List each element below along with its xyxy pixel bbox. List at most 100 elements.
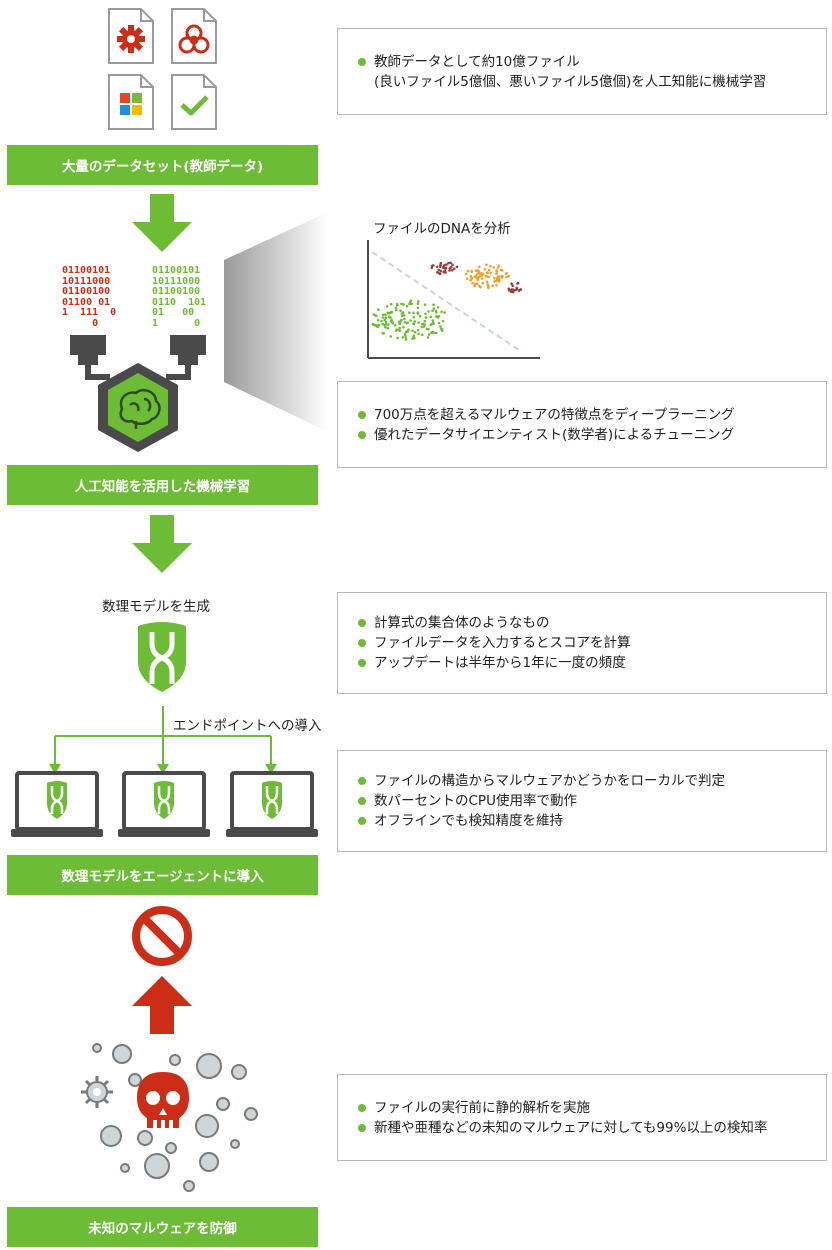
binary-green: 01100101 10111000 01100100 0110 101 01 0… (152, 265, 207, 329)
scatter-dot (381, 322, 385, 326)
prohibited-icon (132, 906, 192, 966)
scatter-dot (372, 313, 375, 316)
scatter-dot (405, 330, 408, 333)
list-item: 数パーセントのCPU使用率で動作 (356, 791, 808, 811)
scatter-dot (437, 321, 441, 325)
scatter-dot (440, 327, 443, 330)
scatter-dot (431, 321, 435, 324)
deploy-connector (49, 706, 277, 774)
skull-icon (137, 1072, 189, 1128)
scatter-dot (439, 325, 442, 328)
scatter-dot (504, 272, 508, 275)
scatter-dot (409, 299, 413, 303)
scatter-dot (403, 317, 406, 321)
scatter-dot (491, 284, 494, 288)
scatter-dot (386, 326, 390, 330)
gear-file-icon (108, 8, 154, 64)
list-item: ファイルの構造からマルウェアかどうかをローカルで判定 (356, 771, 808, 791)
step-ai-label: 人工知能を活用した機械学習 (74, 479, 251, 495)
scatter-dot (430, 264, 434, 268)
model-info-box: 計算式の集合体のようなもの ファイルデータを入力するとスコアを計算 アップデート… (337, 592, 827, 694)
scatter-dot (389, 335, 393, 338)
deploy-caption: エンドポイントへの導入 (173, 718, 322, 734)
scatter-dot (384, 316, 387, 319)
list-item: ファイルデータを入力するとスコアを計算 (356, 633, 808, 653)
scatter-dot (381, 316, 385, 319)
list-item: ファイルの実行前に静的解析を実施 (356, 1098, 808, 1118)
scatter-dot (409, 319, 412, 322)
scatter-dot (386, 311, 390, 315)
list-item: 優れたデータサイエンティスト(数学者)によるチューニング (356, 425, 808, 445)
scatter-dot (434, 331, 438, 335)
list-item: 700万点を超えるマルウェアの特徴点をディープラーニング (356, 405, 808, 425)
scatter-dot (384, 320, 388, 324)
shield-model-icon (138, 622, 186, 692)
scatter-dot (389, 302, 393, 306)
biohazard-file-icon (171, 8, 217, 64)
scatter-dot (437, 268, 440, 272)
scatter-dot (432, 307, 436, 310)
step-deploy-label: 数理モデルをエージェントに導入 (61, 869, 264, 885)
laptop-icon (226, 771, 318, 837)
scatter-dot (423, 303, 427, 306)
scatter-dot (404, 336, 408, 339)
scatter-dot (405, 321, 409, 325)
scatter-dot (501, 276, 504, 279)
scatter-dot (436, 306, 440, 309)
scatter-dot (448, 269, 451, 272)
scatter-dot (398, 320, 401, 324)
scatter-dot (380, 319, 383, 323)
binary-red: 01100101 10111000 01100100 01100 01 1 11… (62, 265, 117, 329)
scatter-dot (510, 290, 513, 294)
virus-icon (81, 1076, 113, 1108)
scatter-dot (478, 265, 481, 269)
scatter-dot (475, 282, 479, 286)
defend-info-box: ファイルの実行前に静的解析を実施 新種や亜種などの未知のマルウェアに対しても99… (337, 1074, 827, 1161)
scatter-dot (401, 336, 405, 339)
scatter-dot (495, 272, 498, 275)
scatter-dot (416, 306, 420, 310)
scatter-dot (473, 282, 477, 286)
scatter-dot (412, 316, 416, 319)
scatter-dot (443, 269, 447, 272)
scatter-dot (464, 272, 468, 276)
scatter-dot (439, 263, 442, 267)
down-arrow-icon (132, 515, 192, 573)
scatter-dot (455, 265, 459, 269)
list-item: 教師データとして約10億ファイル (良いファイル5億個、悪いファイル5億個)を人… (356, 52, 808, 92)
windows-file-icon (108, 74, 154, 130)
scatter-dot (511, 284, 514, 287)
scatter-dot (410, 302, 413, 306)
scatter-dot (384, 322, 388, 326)
scatter-dot (425, 327, 429, 331)
dna-title: ファイルのDNAを分析 (373, 221, 511, 237)
step-dataset-bar: 大量のデータセット(教師データ) (7, 145, 318, 185)
scatter-dot (476, 278, 479, 282)
scatter-dot (427, 333, 431, 336)
scatter-dot (481, 272, 485, 276)
scatter-dot (382, 332, 385, 335)
scatter-dot (407, 328, 410, 331)
check-file-icon (171, 74, 217, 130)
scatter-dot (384, 313, 387, 317)
scatter-dot (495, 284, 498, 287)
scatter-dot (486, 271, 489, 274)
scatter-dot (381, 313, 385, 317)
scatter-dot (400, 314, 404, 318)
scatter-dot (508, 289, 511, 292)
scatter-dot (510, 282, 513, 285)
scatter-dot (515, 287, 519, 291)
scatter-dot (431, 309, 434, 312)
brain-chip-icon (70, 335, 206, 452)
scatter-dot (417, 321, 420, 324)
scatter-dot (413, 330, 417, 334)
scatter-dot (371, 322, 375, 326)
scatter-dot (383, 318, 386, 322)
scatter-dot (395, 302, 399, 306)
endpoint-info-box: ファイルの構造からマルウェアかどうかをローカルで判定 数パーセントのCPU使用率… (337, 750, 827, 852)
list-item: アップデートは半年から1年に一度の頻度 (356, 653, 808, 673)
scatter-dot (470, 270, 474, 274)
scatter-dot (412, 334, 416, 337)
scatter-dot (384, 325, 387, 329)
scatter-dot (483, 268, 487, 271)
